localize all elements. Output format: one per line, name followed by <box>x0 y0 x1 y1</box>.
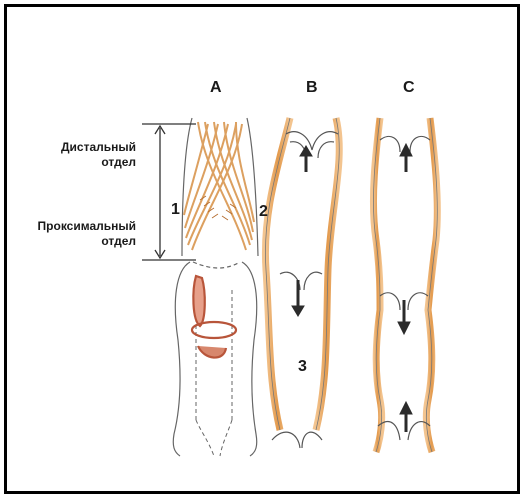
number-1: 1 <box>171 201 180 219</box>
flow-arrows-c <box>398 144 412 432</box>
flow-arrows-b <box>292 146 312 316</box>
column-b-organ <box>265 118 339 448</box>
number-3: 3 <box>298 358 307 376</box>
panel-label-b: B <box>306 79 318 97</box>
proximal-label: Проксимальный отдел <box>14 219 136 249</box>
valve-top-b <box>286 132 338 158</box>
column-c-organ <box>373 118 437 452</box>
crossing-muscle-fibers <box>184 122 254 250</box>
valves-c <box>378 136 430 440</box>
length-bracket <box>142 124 196 260</box>
valve-bottom-b <box>272 432 322 448</box>
valve-mid-b <box>280 272 322 290</box>
distal-label: Дистальный отдел <box>20 140 136 170</box>
panel-label-c: C <box>403 79 415 97</box>
pylorus-loop <box>192 276 236 358</box>
panel-label-a: A <box>210 79 222 97</box>
column-a-organ <box>173 118 258 456</box>
number-2: 2 <box>259 203 268 221</box>
